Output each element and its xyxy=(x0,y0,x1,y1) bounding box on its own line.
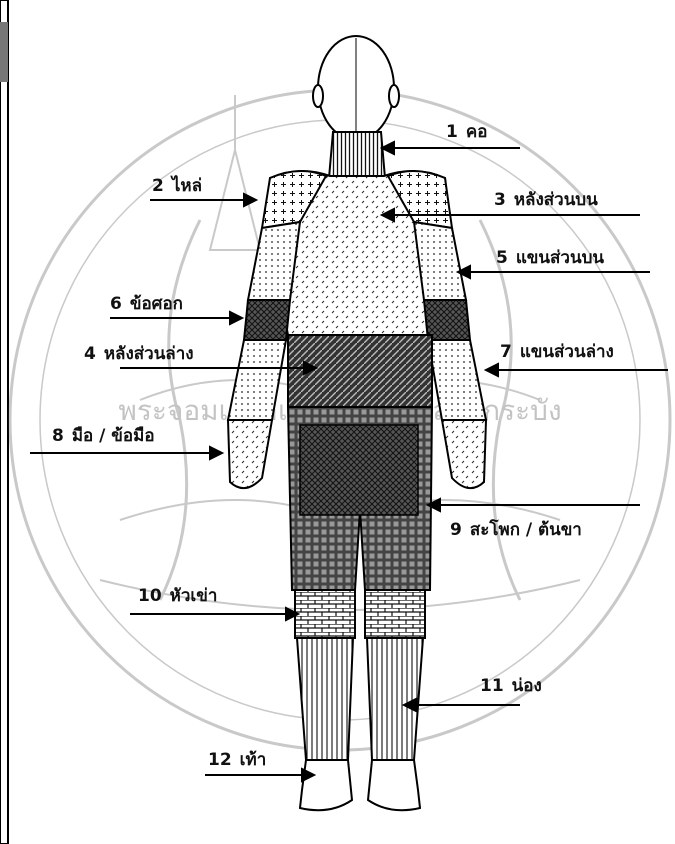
label-shoulder: 2ไหล่ xyxy=(152,176,202,196)
label-elbow: 6ข้อศอก xyxy=(110,294,183,314)
label-calf: 11น่อง xyxy=(480,676,542,696)
label-upper-arm: 5แขนส่วนบน xyxy=(496,248,604,268)
label-knee: 10หัวเข่า xyxy=(138,586,217,606)
label-hip-thigh: 9สะโพก / ต้นขา xyxy=(450,520,582,540)
label-neck: 1คอ xyxy=(446,122,487,142)
label-upper-back: 3หลังส่วนบน xyxy=(494,190,598,210)
label-lower-back: 4หลังส่วนล่าง xyxy=(84,344,194,364)
label-forearm: 7แขนส่วนล่าง xyxy=(500,342,614,362)
label-foot: 12เท้า xyxy=(208,750,266,770)
label-hand-wrist: 8มือ / ข้อมือ xyxy=(52,426,155,446)
